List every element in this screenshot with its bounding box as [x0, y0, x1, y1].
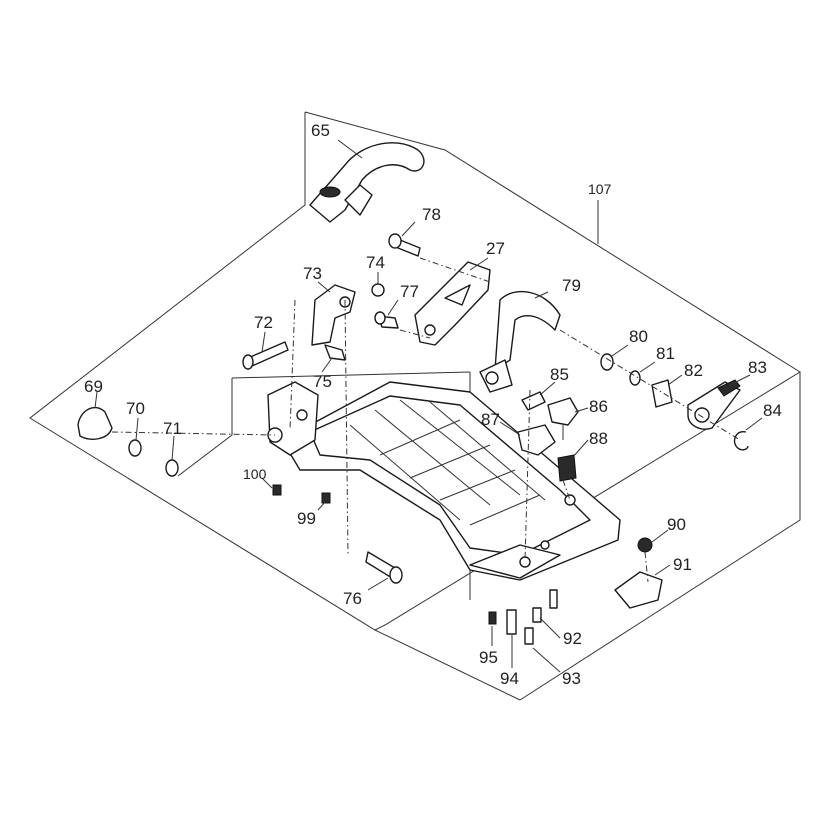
label-83: 83 — [748, 358, 767, 377]
part-87-lock — [517, 424, 556, 456]
part-71-washer — [165, 459, 179, 477]
part-labels: 65 107 78 27 73 74 77 79 72 80 81 83 82 … — [84, 121, 782, 688]
alignment-axes — [111, 257, 741, 583]
label-95: 95 — [479, 648, 498, 667]
label-70: 70 — [126, 399, 145, 418]
label-84: 84 — [763, 401, 782, 420]
part-74-nut — [371, 283, 385, 297]
label-79: 79 — [562, 276, 581, 295]
part-90-screw — [637, 537, 653, 553]
part-78-bolt — [388, 233, 421, 257]
part-72-bolt — [242, 341, 289, 370]
part-99-screw — [321, 492, 331, 504]
label-80: 80 — [629, 327, 648, 346]
label-27: 27 — [486, 239, 505, 258]
base-plate-ribs — [349, 399, 546, 526]
label-65: 65 — [311, 121, 330, 140]
part-79-arm — [479, 290, 561, 393]
part-73-bracket — [311, 284, 356, 346]
label-75: 75 — [313, 372, 332, 391]
label-71: 71 — [163, 419, 182, 438]
base-plate — [281, 381, 621, 581]
label-73: 73 — [303, 264, 322, 283]
label-94: 94 — [500, 669, 519, 688]
leader-lines — [94, 139, 763, 673]
part-76-bolt — [365, 551, 403, 584]
part-84-clip — [733, 431, 749, 451]
part-75-pin — [324, 344, 346, 361]
label-88: 88 — [589, 429, 608, 448]
part-69-knob — [77, 407, 113, 440]
part-94-screw — [506, 609, 517, 635]
label-99: 99 — [297, 509, 316, 528]
part-27-plate — [414, 261, 491, 346]
part-82-sleeve — [651, 379, 673, 408]
part-85-spring — [521, 391, 546, 411]
pivot-bracket — [267, 381, 319, 456]
part-81-washer — [629, 370, 641, 386]
label-93: 93 — [562, 669, 581, 688]
label-90: 90 — [667, 515, 686, 534]
part-77-screw — [374, 311, 399, 329]
part-65-handle — [309, 142, 425, 223]
label-78: 78 — [422, 205, 441, 224]
part-92-spring — [532, 589, 558, 623]
part-83-lever — [687, 379, 741, 430]
label-82: 82 — [684, 361, 703, 380]
part-100-screw — [272, 484, 282, 496]
label-74: 74 — [366, 253, 385, 272]
part-95-screw — [488, 611, 497, 625]
part-91-clamp — [614, 571, 663, 609]
label-81: 81 — [656, 344, 675, 363]
label-91: 91 — [673, 555, 692, 574]
label-86: 86 — [589, 397, 608, 416]
part-70-washer — [128, 439, 142, 457]
label-69: 69 — [84, 377, 103, 396]
label-72: 72 — [254, 313, 273, 332]
label-85: 85 — [550, 365, 569, 384]
label-87: 87 — [481, 410, 500, 429]
part-80-washer — [600, 353, 614, 371]
label-77: 77 — [400, 282, 419, 301]
label-76: 76 — [343, 589, 362, 608]
part-88-spring — [557, 454, 577, 482]
label-100: 100 — [243, 466, 267, 482]
label-107: 107 — [588, 181, 612, 197]
label-92: 92 — [563, 629, 582, 648]
part-93-screw — [524, 627, 534, 645]
part-86-knob — [547, 397, 579, 440]
